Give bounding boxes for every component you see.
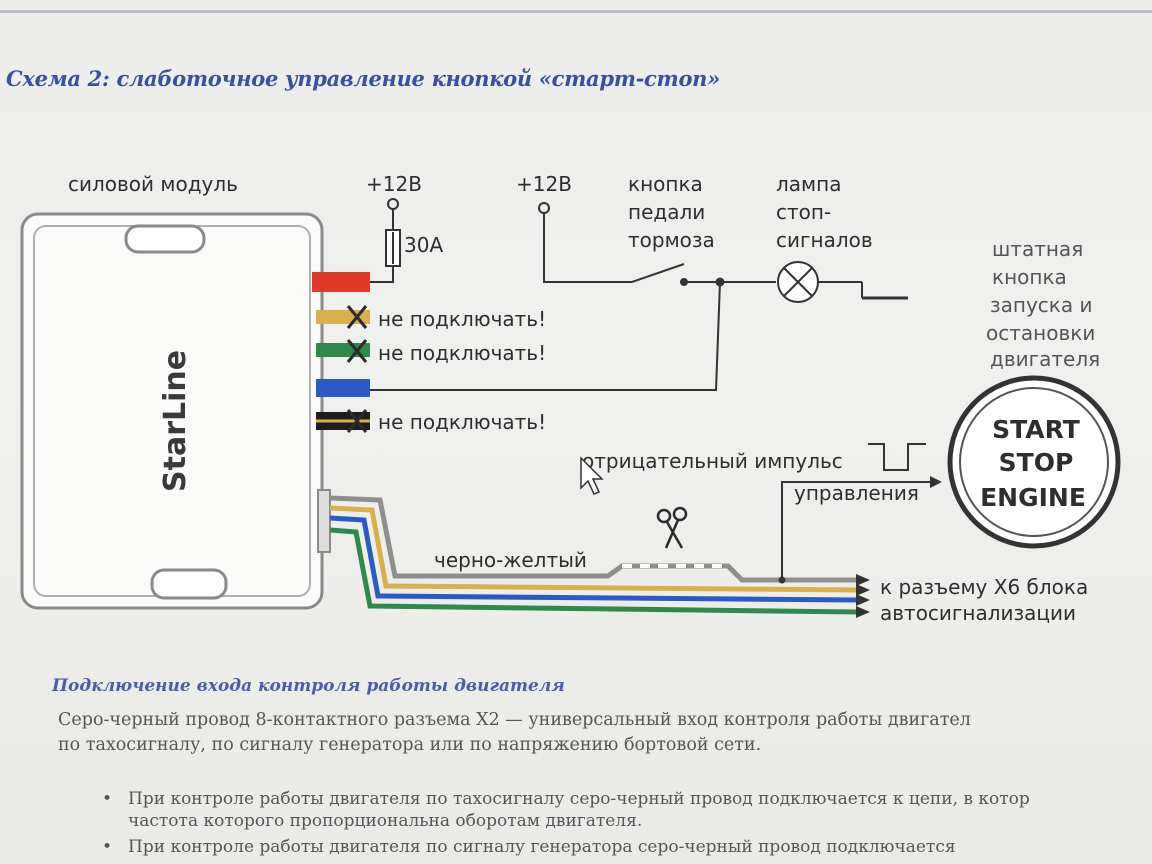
pulse-lead — [781, 481, 792, 580]
bullet-icon: • — [102, 789, 113, 809]
connector-line2: автосигнализации — [880, 601, 1076, 625]
stock-button-line3: запуска и — [990, 293, 1093, 317]
module-brand: StarLine — [158, 350, 193, 492]
wire-yellow — [316, 310, 370, 324]
mount-hole-bottom — [150, 568, 228, 600]
harness-arrows — [856, 574, 870, 618]
scissors-icon — [656, 506, 688, 549]
button-face-start: START — [992, 415, 1080, 444]
list-item: • При контроле работы двигателя по сигна… — [100, 836, 1150, 858]
plus12-left-label: +12В — [366, 172, 422, 196]
stock-button-line2: кнопка — [992, 265, 1067, 289]
paragraph-line1: Серо-черный провод 8-контактного разъема… — [58, 710, 971, 730]
mount-hole-top — [124, 224, 206, 254]
ground-icon — [861, 282, 908, 300]
brake-button-line2: педали — [628, 200, 705, 224]
stock-button-line5: двигателя — [990, 347, 1100, 371]
paragraph-line2: по тахосигналу, по сигналу генератора ил… — [58, 735, 762, 755]
pulse-waveform — [868, 443, 926, 471]
top-rule — [0, 10, 1152, 13]
plus12-right-label: +12В — [516, 172, 572, 196]
bullet-list: • При контроле работы двигателя по тахос… — [100, 788, 1150, 858]
lamp-line3: сигналов — [776, 228, 873, 252]
wire-blue — [316, 379, 370, 397]
lamp-icon — [777, 261, 862, 303]
arrow-icon — [930, 476, 942, 488]
wire-red — [312, 272, 370, 292]
section-paragraph: Серо-черный провод 8-контактного разъема… — [58, 708, 1146, 758]
diagram-heading: Схема 2: слаботочное управление кнопкой … — [6, 66, 720, 91]
note-green: не подключать! — [378, 341, 546, 365]
lamp-line1: лампа — [776, 172, 841, 196]
brake-button-line1: кнопка — [628, 172, 703, 196]
harness-wire-label: черно-желтый — [434, 548, 587, 572]
section-title: Подключение входа контроля работы двигат… — [52, 676, 565, 696]
button-face-stop: STOP — [999, 448, 1074, 477]
pulse-line2: управления — [794, 481, 919, 505]
note-yellow: не подключать! — [378, 307, 546, 331]
start-stop-button: START STOP ENGINE — [947, 375, 1121, 549]
note-black-yellow: не подключать! — [378, 410, 546, 434]
brake-circuit — [370, 213, 776, 391]
pulse-line1: отрицательный импульс — [582, 449, 843, 473]
stock-button-line1: штатная — [992, 237, 1083, 261]
junction-dot — [778, 576, 786, 584]
x-mark-icon — [346, 305, 368, 433]
module-title: силовой модуль — [68, 172, 238, 196]
list-item: • При контроле работы двигателя по тахос… — [100, 788, 1150, 832]
connector-line1: к разъему Х6 блока — [880, 575, 1088, 599]
module-side-connector — [317, 489, 331, 553]
fuse-icon — [370, 198, 401, 283]
stock-button-line4: остановки — [986, 321, 1095, 345]
button-face-engine: ENGINE — [980, 483, 1086, 512]
lamp-line2: стоп- — [776, 200, 831, 224]
power-module: StarLine — [20, 212, 331, 610]
bullet-icon: • — [102, 837, 113, 857]
mouse-cursor-icon — [580, 456, 604, 495]
fuse-rating: 30А — [404, 233, 443, 257]
harness — [329, 495, 859, 615]
bullet2-line1: При контроле работы двигателя по сигналу… — [128, 837, 956, 857]
switch-icon — [631, 263, 685, 283]
terminal-icon — [538, 202, 550, 214]
bullet1-line2: частота которого пропорциональна оборота… — [128, 811, 643, 831]
brake-button-line3: тормоза — [628, 228, 715, 252]
wire-stubs — [312, 272, 370, 433]
bullet1-line1: При контроле работы двигателя по тахосиг… — [128, 789, 1030, 809]
